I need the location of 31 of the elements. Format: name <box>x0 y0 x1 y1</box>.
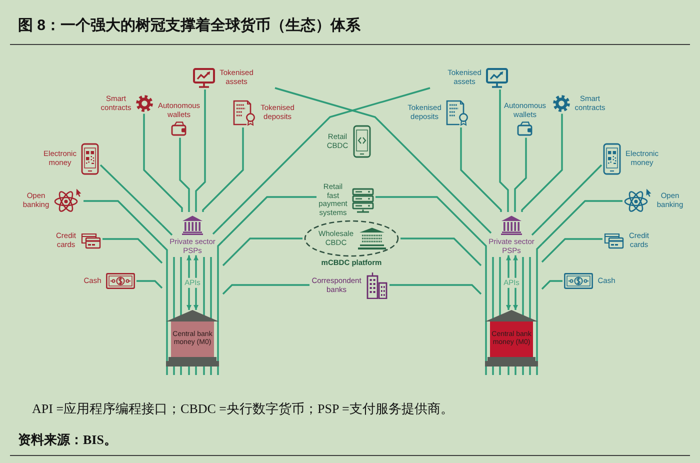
branch-line <box>222 284 310 295</box>
branch-line <box>202 128 244 212</box>
figure-title: 图 8：一个强大的树冠支撑着全球货币（生态）体系 <box>18 16 361 35</box>
double-arrow <box>506 255 511 310</box>
branch-line <box>84 200 163 246</box>
note-text: API =应用程序编程接口；CBDC =央行数字货币；PSP =支付服务提供商。 <box>32 400 454 418</box>
branch-line <box>400 238 482 266</box>
branch-line <box>541 280 562 290</box>
branch-line <box>390 284 482 295</box>
branch-line <box>143 114 183 212</box>
branch-line <box>222 87 430 225</box>
branch-line <box>541 164 602 226</box>
branch-line <box>136 280 163 289</box>
double-arrow <box>194 255 198 310</box>
branch-line <box>499 90 509 212</box>
double-arrow <box>513 255 518 310</box>
branch-line <box>222 196 316 242</box>
branch-line <box>222 238 302 266</box>
branch-line <box>521 114 563 212</box>
branch-line <box>541 238 602 263</box>
branch-line <box>514 138 527 212</box>
branch-line <box>376 196 482 242</box>
branch-line <box>100 164 163 226</box>
double-arrow <box>186 255 192 310</box>
branch-line <box>179 138 190 212</box>
branch-line <box>274 87 482 224</box>
source-text: 资料来源：BIS。 <box>18 431 117 449</box>
branch-line <box>195 90 206 212</box>
branch-line <box>460 128 502 212</box>
branch-line <box>102 238 163 264</box>
branch-line <box>541 200 622 245</box>
